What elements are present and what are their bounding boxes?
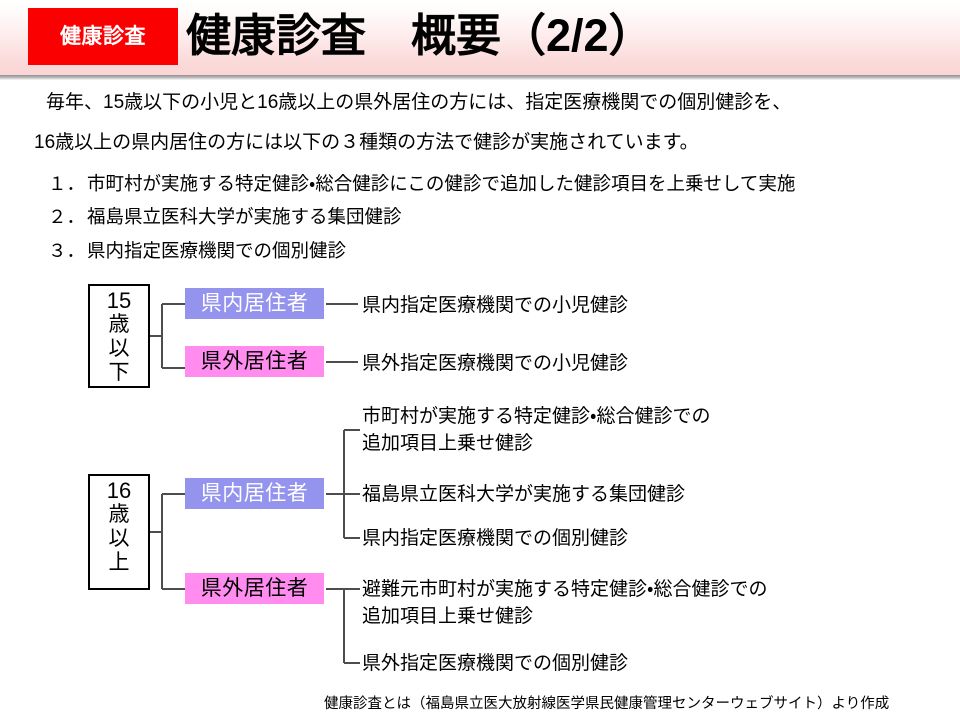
branch-label-over16-out-item-2: 県外指定医療機関での個別健診 [362,653,629,674]
age-box-under-15-char-2: 以 [108,337,130,360]
branch-label-over16-in-item-2: 福島県立医科大学が実施する集団健診 [362,484,686,505]
method-list-item-3: ３． 県内指定医療機関での個別健診 [48,239,346,263]
method-list-item-1-label: 市町村が実施する特定健診・総合健診にこの健診で追加した健診項目を上乗せして実施 [87,173,796,194]
intro-paragraph-line-2: 16歳以上の県内居住の方には以下の３種類の方法で健診が実施されています。 [34,132,699,153]
source-note: 健康診査とは（福島県立医大放射線医学県民健康管理センターウェブサイト）より作成 [324,696,890,712]
age-box-over-16-char-1: 歳 [108,503,130,526]
method-list-item-3-label: 県内指定医療機関での個別健診 [87,240,347,261]
header-badge: 健康診査 [28,8,178,65]
method-list-item-2-number: ２． [48,206,86,227]
branch-label-under15-in-prefecture: 県内指定医療機関での小児健診 [362,295,629,316]
branch-label-over16-out-item-1-line-1: 避難元市町村が実施する特定健診・総合健診での [362,579,768,600]
age-box-under-15-char-1: 歳 [108,313,130,336]
header-divider-shadow [0,75,960,80]
branch-label-over16-in-item-1-line-2: 追加項目上乗せ健診 [362,433,534,454]
branch-label-over16-out-item-1: 避難元市町村が実施する特定健診・総合健診での 追加項目上乗せ健診 [362,576,767,630]
age-box-over-16: 16 歳 以 上 [88,474,150,590]
branch-label-over16-in-item-1-line-1: 市町村が実施する特定健診・総合健診での [362,406,711,427]
age-box-under-15: 15 歳 以 下 [88,284,150,388]
chip-over16-out-prefecture: 県外居住者 [185,573,324,604]
age-box-over-16-char-3: 上 [108,551,130,574]
chip-under15-out-prefecture: 県外居住者 [185,346,324,377]
chip-over16-in-prefecture: 県内居住者 [185,478,324,509]
age-box-over-16-char-2: 以 [108,527,130,550]
method-list-item-1-number: １． [48,173,86,194]
chip-under15-in-prefecture: 県内居住者 [185,288,324,319]
branch-label-over16-in-item-1: 市町村が実施する特定健診・総合健診での 追加項目上乗せ健診 [362,403,710,457]
intro-paragraph-line-1: 毎年、15歳以下の小児と16歳以上の県外居住の方には、指定医療機関での個別健診を… [46,92,792,113]
age-box-under-15-number: 15 [106,288,132,313]
method-list-item-2-label: 福島県立医科大学が実施する集団健診 [87,206,402,227]
branch-label-over16-out-item-1-line-2: 追加項目上乗せ健診 [362,606,534,627]
age-box-over-16-number: 16 [106,478,132,503]
branch-label-under15-out-prefecture: 県外指定医療機関での小児健診 [362,353,629,374]
age-box-under-15-char-3: 下 [108,361,130,384]
method-list-item-1: １． 市町村が実施する特定健診・総合健診にこの健診で追加した健診項目を上乗せして… [48,172,795,196]
method-list-item-2: ２． 福島県立医科大学が実施する集団健診 [48,205,402,229]
header-badge-label: 健康診査 [60,25,146,48]
branch-label-over16-in-item-3: 県内指定医療機関での個別健診 [362,528,629,549]
page-title: 健康診査 概要（2/2） [186,10,654,61]
method-list-item-3-number: ３． [48,240,86,261]
